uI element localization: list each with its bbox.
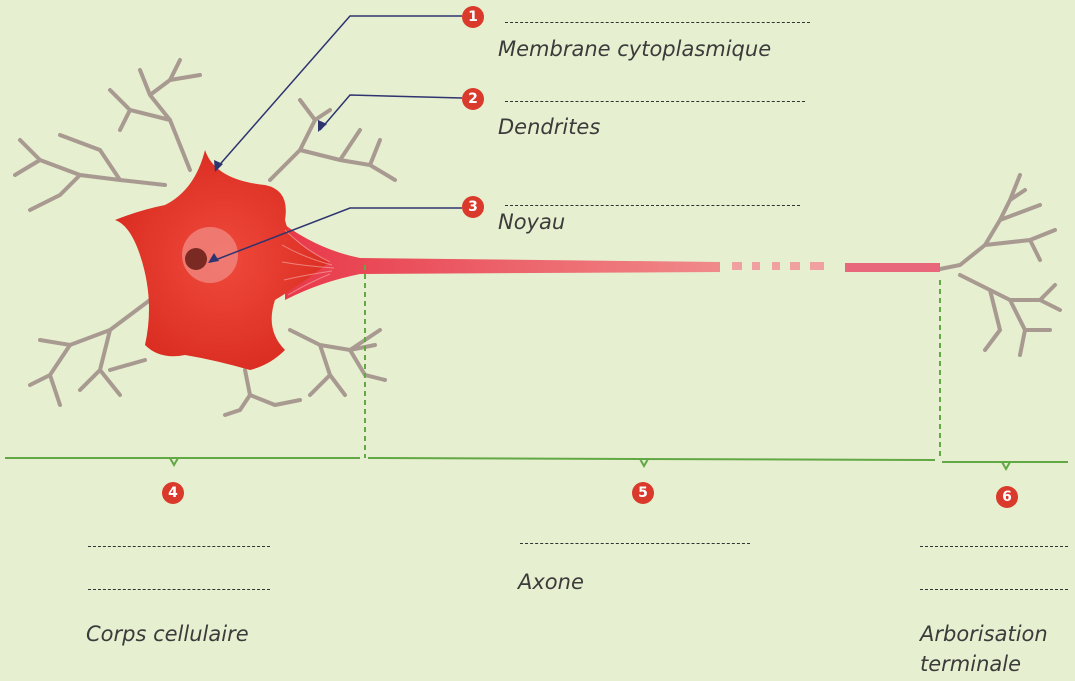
label-membrane: Membrane cytoplasmique (498, 37, 771, 61)
answer-line-4a (88, 546, 270, 547)
label-dendrites: Dendrites (498, 115, 600, 139)
label-arborisation-line1: Arborisation (920, 622, 1048, 646)
axon (285, 225, 940, 300)
marker-2: 2 (462, 88, 484, 110)
label-axone: Axone (518, 570, 584, 594)
label-noyau: Noyau (498, 210, 565, 234)
label-corps-cellulaire: Corps cellulaire (86, 622, 249, 646)
answer-line-3 (505, 205, 800, 206)
answer-line-1 (505, 22, 810, 23)
label-arborisation-line2: terminale (920, 652, 1021, 676)
marker-3: 3 (462, 196, 484, 218)
marker-5: 5 (632, 482, 654, 504)
answer-line-5 (520, 543, 750, 544)
nucleolus (185, 248, 207, 270)
answer-line-6b (920, 589, 1068, 590)
answer-line-6a (920, 546, 1068, 547)
marker-4: 4 (162, 482, 184, 504)
marker-1: 1 (462, 6, 484, 28)
marker-6: 6 (996, 486, 1018, 508)
answer-line-2 (505, 101, 805, 102)
answer-line-4b (88, 589, 270, 590)
